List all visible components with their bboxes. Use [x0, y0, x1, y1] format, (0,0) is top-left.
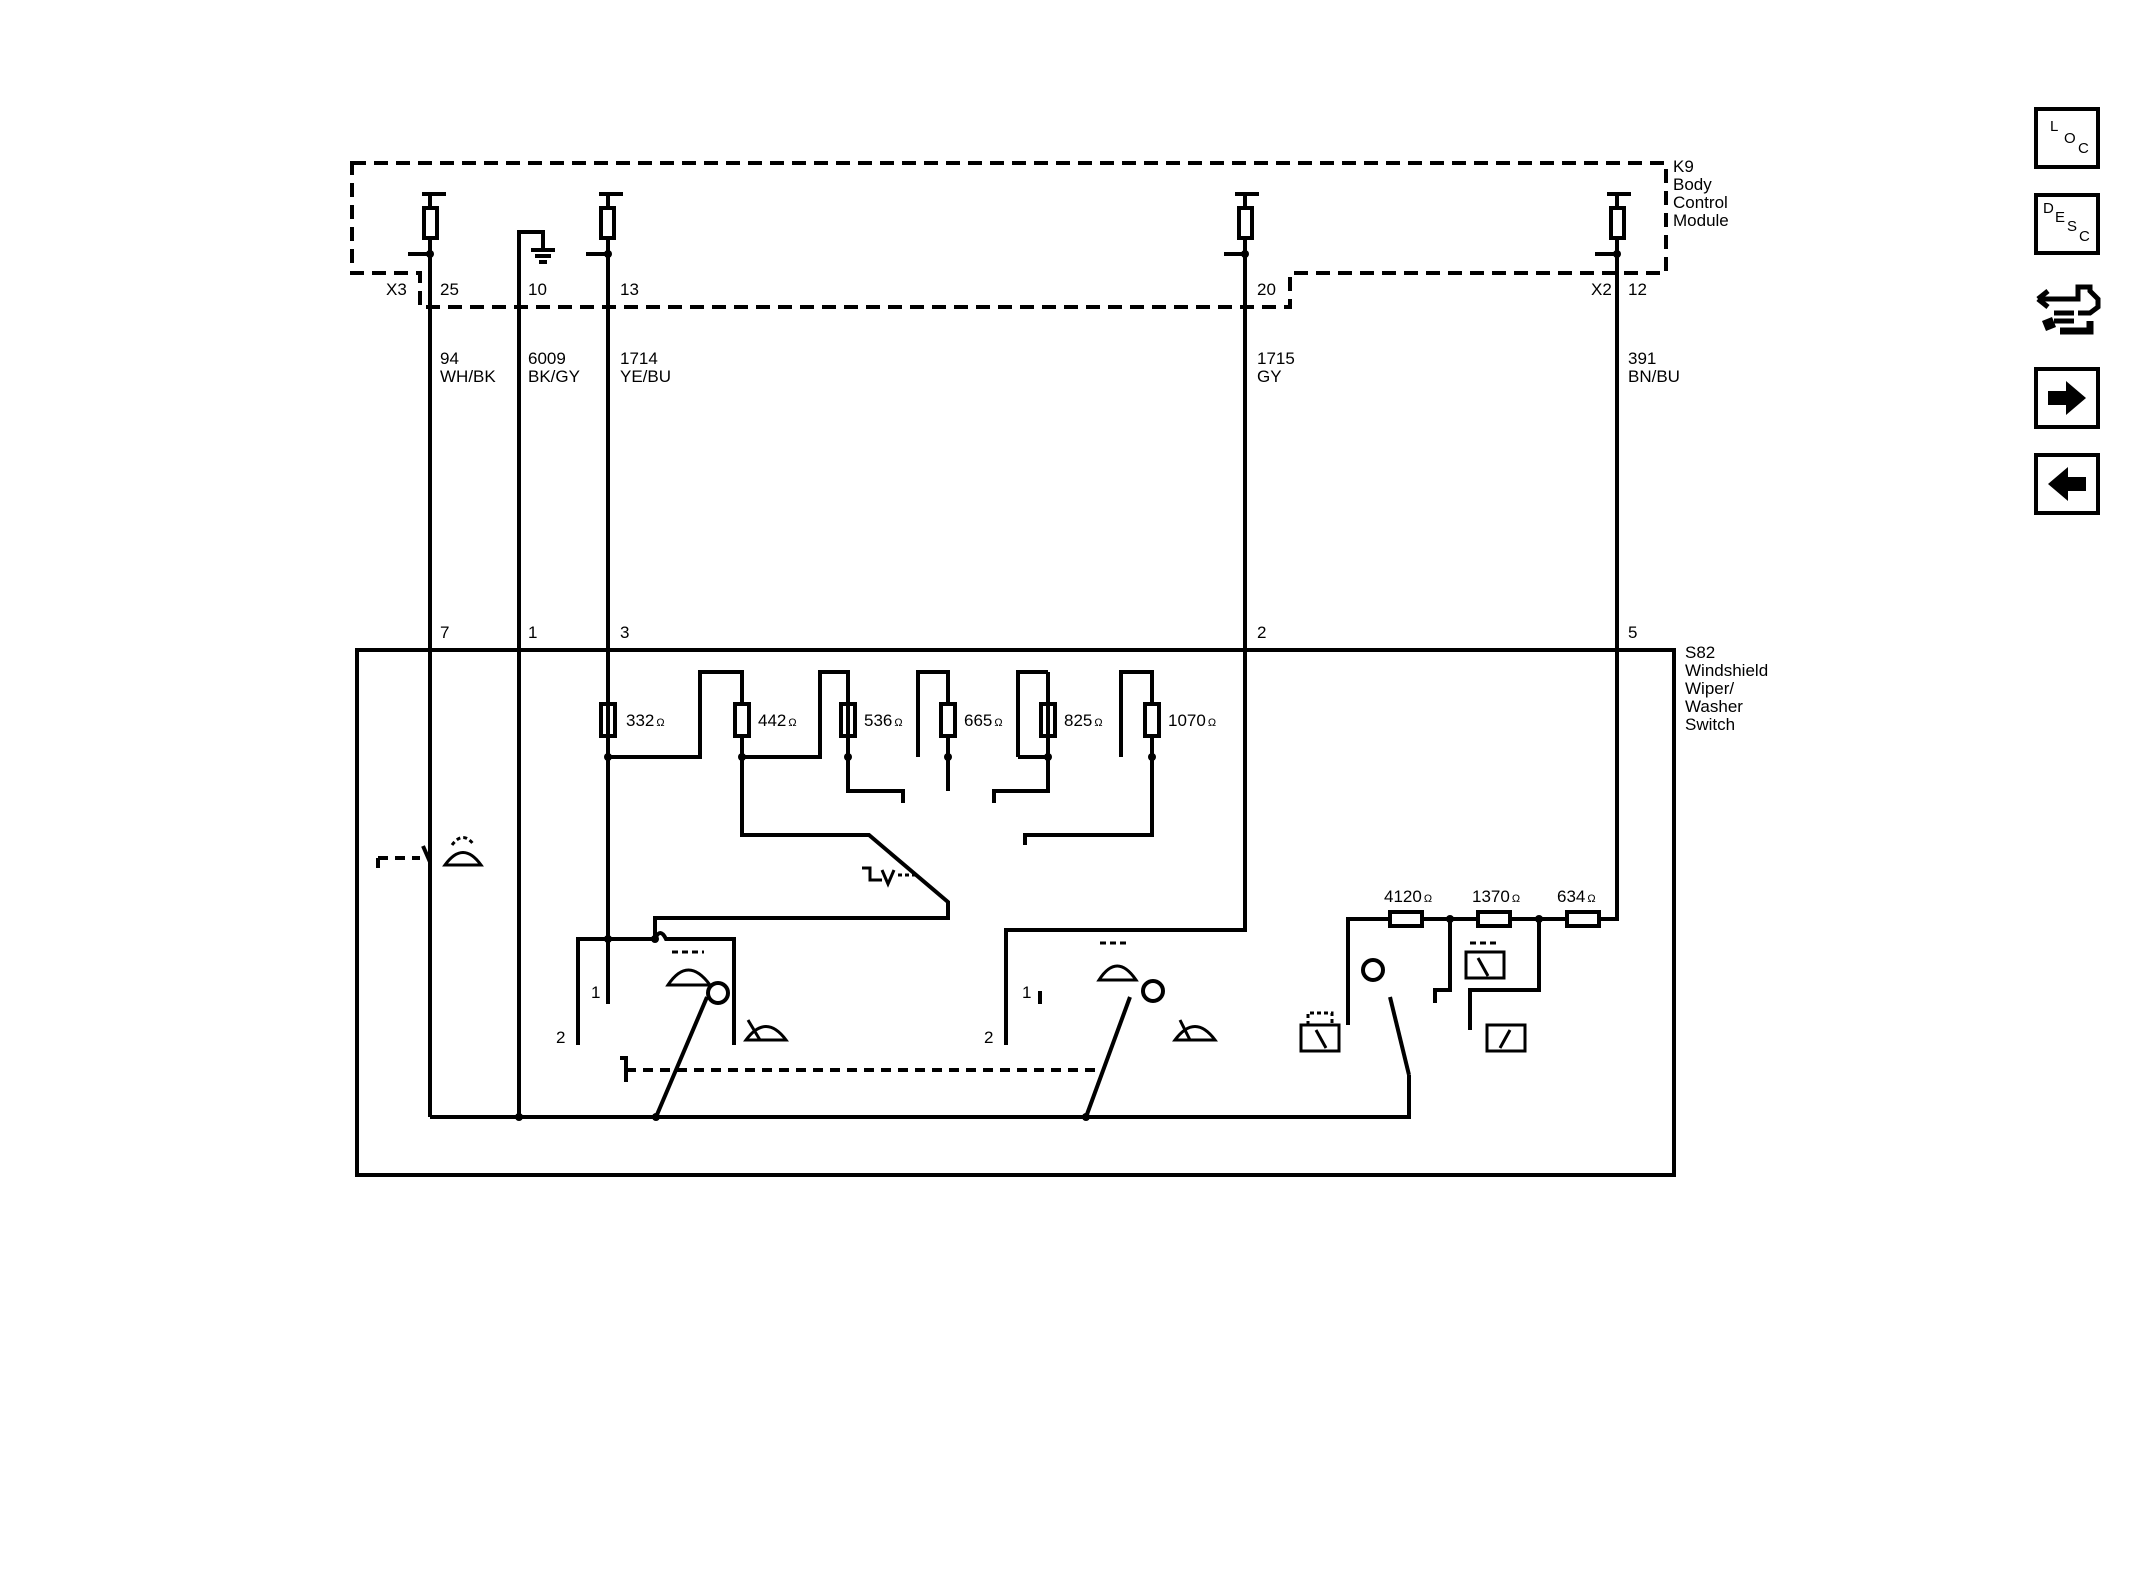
desc-letter-d: D — [2043, 200, 2054, 217]
desc-button[interactable]: D E S C — [2034, 193, 2100, 255]
ground-bus — [430, 1075, 1411, 1119]
intermittent-icon — [862, 866, 915, 888]
desc-letter-e: E — [2055, 209, 2066, 226]
delay-short-icon — [1485, 1023, 1527, 1053]
wiper-high-icon — [665, 950, 713, 987]
desc-letter-c: C — [2079, 228, 2090, 245]
wiper-low-icon — [743, 1019, 789, 1042]
k9-name-2: Control — [1673, 193, 1728, 212]
module-pin-20 — [1224, 192, 1259, 256]
connector-tool-icon — [2036, 284, 2101, 335]
washer-spray-icon — [442, 836, 484, 867]
wiper-switch-left-lever — [654, 996, 709, 1118]
s82-name-4: Switch — [1685, 715, 1735, 734]
s82-switch-boundary — [355, 648, 1676, 1177]
circuit-391-number: 391 — [1628, 349, 1656, 368]
mechanical-link-end — [620, 1056, 628, 1082]
wash-switch-lever — [1388, 996, 1411, 1076]
circuit-1715-number: 1715 — [1257, 349, 1295, 368]
k9-module-boundary — [350, 161, 1668, 309]
wash-delay-icon — [1299, 1011, 1341, 1053]
resistor-634 — [1565, 910, 1601, 928]
resistor-4120 — [1388, 910, 1424, 928]
module-pin-12 — [1595, 192, 1631, 256]
circuit-94-number: 94 — [440, 349, 459, 368]
switch-pin-3: 3 — [620, 623, 629, 642]
next-button[interactable] — [2034, 367, 2100, 429]
loc-letter-o: O — [2064, 130, 2076, 147]
wiper-switch-left-pivot — [706, 981, 730, 1005]
pin-20-label: 20 — [1257, 280, 1276, 299]
resistor-ladder — [599, 670, 1161, 939]
loc-letter-c: C — [2078, 140, 2089, 157]
connector-x2: X2 — [1591, 280, 1612, 299]
arrow-left-icon — [2048, 467, 2086, 501]
resistor-1370 — [1476, 910, 1512, 928]
circuit-94-color: WH/BK — [440, 367, 496, 386]
circuit-1714-number: 1714 — [620, 349, 658, 368]
ground-icon — [517, 230, 555, 1117]
s82-id: S82 — [1685, 643, 1715, 662]
switch-pin-7: 7 — [440, 623, 449, 642]
switch-pin-5: 5 — [1628, 623, 1637, 642]
right-switch-pos-1: 1 — [1022, 983, 1031, 1002]
connector-tool-button[interactable] — [2034, 277, 2106, 343]
wiper-switch-right-pivot — [1141, 979, 1165, 1003]
circuit-6009-number: 6009 — [528, 349, 566, 368]
s82-name-3: Washer — [1685, 697, 1743, 716]
s82-name-2: Wiper/ — [1685, 679, 1734, 698]
pin-12-label: 12 — [1628, 280, 1647, 299]
arrow-right-icon — [2048, 381, 2086, 415]
right-switch-pos-2: 2 — [984, 1028, 993, 1047]
circuit-6009-color: BK/GY — [528, 367, 580, 386]
wash-switch-pivot — [1361, 958, 1385, 982]
module-pin-13 — [586, 192, 623, 256]
k9-name-1: Body — [1673, 175, 1712, 194]
circuit-1714-color: YE/BU — [620, 367, 671, 386]
module-pin-25 — [408, 192, 446, 256]
washer-switch-link — [376, 856, 420, 875]
switch-pin-1: 1 — [528, 623, 537, 642]
loc-button[interactable]: L O C — [2034, 107, 2100, 169]
pin-10-label: 10 — [528, 280, 547, 299]
wiper-switch-left-frame — [576, 937, 608, 1045]
wiper-mist-icon — [1096, 941, 1139, 982]
washer-switch-contact — [421, 845, 432, 863]
wash-switch-frame — [1346, 917, 1390, 1025]
delay-long-icon — [1464, 941, 1506, 980]
jumper-wire — [608, 931, 736, 1045]
circuit-391-color: BN/BU — [1628, 367, 1680, 386]
wire-391 — [1599, 254, 1619, 921]
desc-letter-s: S — [2067, 218, 2078, 235]
junction-dots — [426, 250, 1621, 1121]
switch-pin-2: 2 — [1257, 623, 1266, 642]
left-switch-pos-2: 2 — [556, 1028, 565, 1047]
wiper-switch-right-lever — [1084, 996, 1132, 1118]
back-button[interactable] — [2034, 453, 2100, 515]
k9-id: K9 — [1673, 157, 1694, 176]
pin-13-label: 13 — [620, 280, 639, 299]
circuit-1715-color: GY — [1257, 367, 1282, 386]
wiper-off-icon — [1172, 1019, 1218, 1042]
loc-letter-l: L — [2050, 118, 2059, 135]
k9-name-3: Module — [1673, 211, 1729, 230]
pin-25-label: 25 — [440, 280, 459, 299]
left-switch-pos-1: 1 — [591, 983, 600, 1002]
connector-x3: X3 — [386, 280, 407, 299]
intermittent-taps — [1433, 919, 1541, 1030]
s82-name-1: Windshield — [1685, 661, 1768, 680]
